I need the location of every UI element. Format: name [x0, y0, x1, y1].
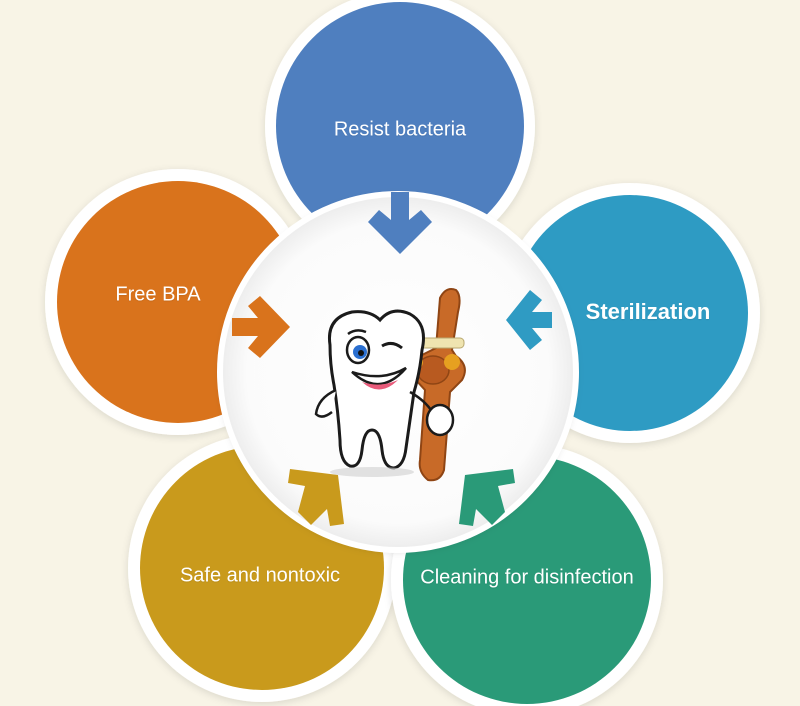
- label-resist-bacteria: Resist bacteria: [333, 118, 467, 141]
- label-free-bpa: Free BPA: [115, 283, 201, 306]
- arrow-right-icon: [232, 296, 290, 358]
- petal-resist-bacteria: [265, 0, 535, 261]
- label-cleaning-for-disinfection: Cleaning for disinfection: [420, 566, 634, 589]
- label-sterilization: Sterilization: [585, 299, 711, 324]
- label-safe-and-nontoxic: Safe and nontoxic: [179, 564, 341, 587]
- tooth-mascot-image: [314, 288, 466, 482]
- arrow-up-right-icon: [288, 469, 344, 526]
- arrow-down-icon: [368, 192, 432, 254]
- arrow-left-icon: [506, 290, 552, 350]
- arrow-up-left-icon: [459, 469, 515, 526]
